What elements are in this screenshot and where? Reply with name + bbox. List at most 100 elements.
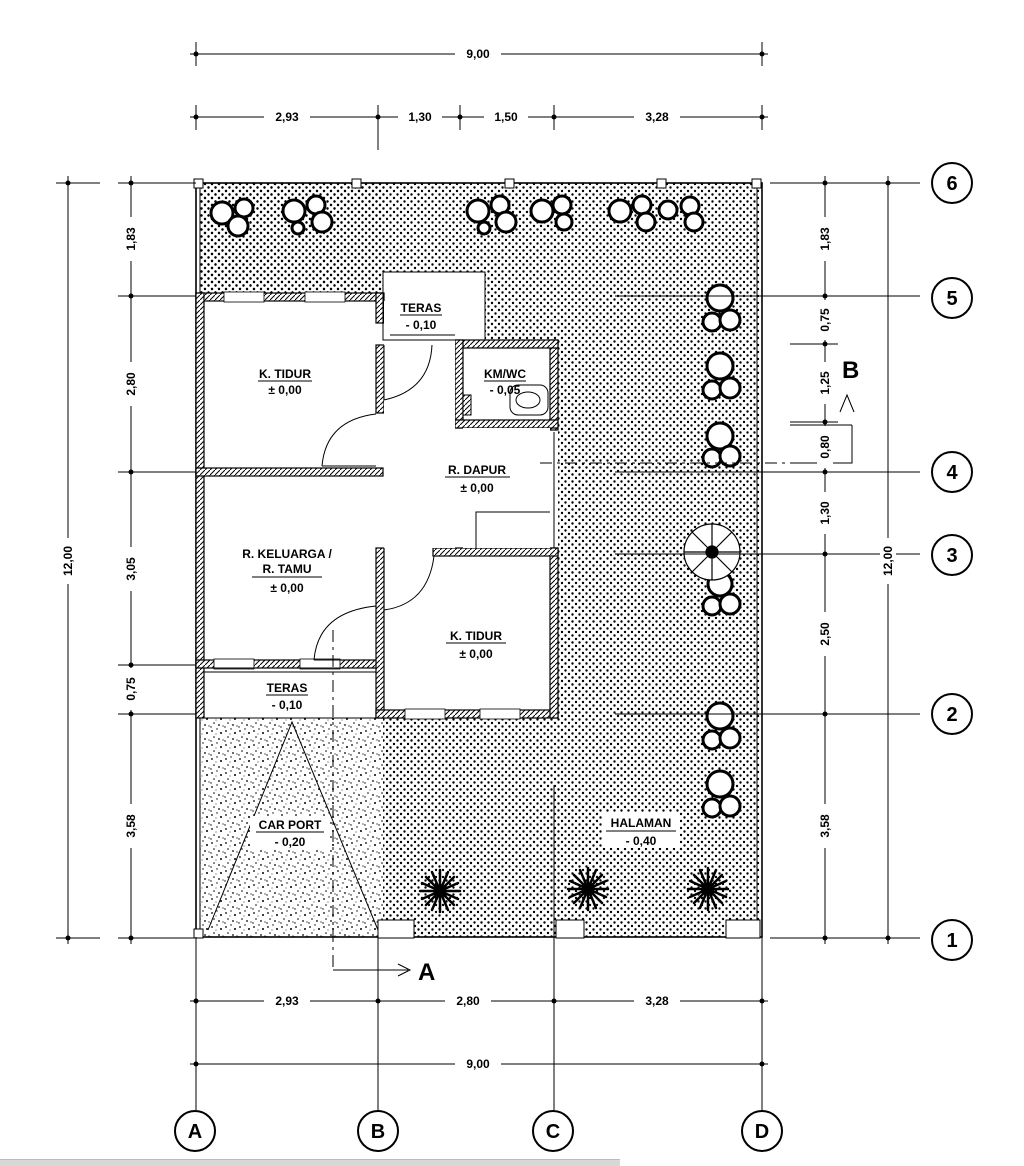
room-carport: CAR PORT - 0,20 bbox=[250, 816, 330, 850]
carport-marks bbox=[207, 720, 379, 931]
room-bedroom-1: K. TIDUR ± 0,00 bbox=[258, 367, 312, 397]
room-family-living: R. KELUARGA / R. TAMU ± 0,00 bbox=[242, 547, 332, 595]
room-terrace-top: TERAS - 0,10 bbox=[400, 301, 442, 332]
right-dimensions: 1,83 0,75 1,25 0,80 1,30 2,50 3,58 12,00 bbox=[790, 176, 896, 944]
svg-text:1: 1 bbox=[946, 930, 957, 952]
svg-text:C: C bbox=[546, 1121, 560, 1143]
svg-text:A: A bbox=[418, 959, 435, 986]
terraces bbox=[203, 271, 486, 719]
fixtures bbox=[462, 384, 550, 548]
svg-text:2: 2 bbox=[946, 704, 957, 726]
shrub-cluster-7 bbox=[701, 351, 742, 401]
svg-text:6: 6 bbox=[946, 173, 957, 195]
svg-text:- 0,10: - 0,10 bbox=[272, 698, 303, 712]
svg-text:- 0,20: - 0,20 bbox=[275, 835, 306, 849]
shrub-cluster-5 bbox=[607, 194, 705, 233]
svg-text:HALAMAN: HALAMAN bbox=[611, 816, 672, 830]
svg-text:0,75: 0,75 bbox=[818, 308, 832, 332]
grid-bubble-row-3: 3 bbox=[931, 534, 973, 576]
svg-text:2,80: 2,80 bbox=[124, 372, 138, 396]
grid-bubble-row-2: 2 bbox=[931, 693, 973, 735]
grid-lines bbox=[195, 182, 920, 1110]
shrub-cluster-3 bbox=[465, 194, 518, 236]
room-kitchen: R. DAPUR ± 0,00 bbox=[445, 463, 510, 495]
svg-text:K. TIDUR: K. TIDUR bbox=[450, 629, 502, 643]
svg-text:9,00: 9,00 bbox=[466, 47, 490, 61]
svg-text:1,50: 1,50 bbox=[494, 110, 518, 124]
top-dimensions: 9,00 2,93 1,30 1,50 3,28 bbox=[190, 42, 768, 150]
svg-text:KM/WC: KM/WC bbox=[484, 367, 526, 381]
svg-text:12,00: 12,00 bbox=[61, 546, 75, 576]
svg-text:A: A bbox=[188, 1121, 202, 1143]
svg-text:R. DAPUR: R. DAPUR bbox=[448, 463, 506, 477]
svg-text:3,28: 3,28 bbox=[645, 994, 669, 1008]
shrub-cluster-2 bbox=[281, 194, 334, 236]
svg-text:TERAS: TERAS bbox=[401, 301, 442, 315]
shrub-cluster-11 bbox=[701, 769, 742, 819]
svg-text:1,25: 1,25 bbox=[818, 371, 832, 395]
grid-bubble-row-4: 4 bbox=[931, 451, 973, 493]
svg-text:2,93: 2,93 bbox=[275, 994, 299, 1008]
room-bathroom: KM/WC - 0,05 bbox=[484, 367, 526, 397]
svg-text:1,83: 1,83 bbox=[818, 227, 832, 251]
doors bbox=[313, 344, 435, 661]
svg-text:3: 3 bbox=[946, 545, 957, 567]
svg-text:2,93: 2,93 bbox=[275, 110, 299, 124]
svg-text:± 0,00: ± 0,00 bbox=[268, 383, 302, 397]
svg-text:- 0,05: - 0,05 bbox=[490, 383, 521, 397]
svg-text:± 0,00: ± 0,00 bbox=[459, 647, 493, 661]
svg-text:3,58: 3,58 bbox=[818, 814, 832, 838]
grid-bubble-row-6: 6 bbox=[931, 162, 973, 204]
left-dimensions: 12,00 1,83 2,80 3,05 0,75 3,58 bbox=[56, 176, 196, 944]
section-line-b: B bbox=[540, 357, 859, 464]
svg-text:4: 4 bbox=[946, 462, 958, 484]
svg-text:K. TIDUR: K. TIDUR bbox=[259, 367, 311, 381]
grid-bubble-col-b: B bbox=[357, 1110, 399, 1152]
svg-text:- 0,10: - 0,10 bbox=[406, 318, 437, 332]
grid-bubble-row-1: 1 bbox=[931, 919, 973, 961]
grid-column-bubbles: A B C D bbox=[174, 1110, 783, 1152]
section-line-a: A bbox=[332, 630, 435, 986]
room-yard: HALAMAN - 0,40 bbox=[602, 812, 680, 848]
star-plant-3 bbox=[686, 866, 730, 912]
svg-text:± 0,00: ± 0,00 bbox=[460, 481, 494, 495]
svg-text:R. KELUARGA /: R. KELUARGA / bbox=[242, 547, 332, 561]
svg-text:B: B bbox=[371, 1121, 385, 1143]
grid-bubble-row-5: 5 bbox=[931, 277, 973, 319]
room-terrace-bottom: TERAS - 0,10 bbox=[266, 681, 308, 712]
svg-text:B: B bbox=[842, 357, 859, 384]
shrub-cluster-1 bbox=[209, 197, 255, 238]
grid-row-bubbles: 6 5 4 3 2 1 bbox=[931, 162, 973, 961]
svg-text:2,80: 2,80 bbox=[456, 994, 480, 1008]
svg-text:0,75: 0,75 bbox=[124, 677, 138, 701]
svg-text:1,30: 1,30 bbox=[818, 501, 832, 525]
svg-text:1,30: 1,30 bbox=[408, 110, 432, 124]
building-walls bbox=[195, 291, 559, 720]
shrub-cluster-4 bbox=[529, 194, 574, 232]
svg-text:± 0,00: ± 0,00 bbox=[270, 581, 304, 595]
grid-bubble-col-d: D bbox=[741, 1110, 783, 1152]
star-plants bbox=[418, 866, 730, 914]
garden-fill bbox=[200, 183, 760, 937]
svg-text:0,80: 0,80 bbox=[818, 435, 832, 459]
room-labels: K. TIDUR ± 0,00 TERAS - 0,10 KM/WC - 0,0… bbox=[242, 301, 680, 850]
grid-bubble-col-c: C bbox=[532, 1110, 574, 1152]
feature-tree bbox=[683, 523, 741, 581]
svg-text:D: D bbox=[755, 1121, 769, 1143]
svg-text:3,05: 3,05 bbox=[124, 557, 138, 581]
horizontal-scrollbar[interactable] bbox=[0, 1159, 620, 1166]
svg-text:1,83: 1,83 bbox=[124, 227, 138, 251]
boundary-posts bbox=[193, 178, 762, 939]
svg-text:12,00: 12,00 bbox=[881, 546, 895, 576]
svg-text:TERAS: TERAS bbox=[267, 681, 308, 695]
svg-text:5: 5 bbox=[946, 288, 957, 310]
shrub-cluster-6 bbox=[701, 283, 742, 333]
svg-text:3,58: 3,58 bbox=[124, 814, 138, 838]
grid-bubble-col-a: A bbox=[174, 1110, 216, 1152]
shrub-cluster-10 bbox=[701, 701, 742, 751]
svg-text:3,28: 3,28 bbox=[645, 110, 669, 124]
star-plant-2 bbox=[566, 866, 610, 912]
svg-text:9,00: 9,00 bbox=[466, 1057, 490, 1071]
room-bedroom-2: K. TIDUR ± 0,00 bbox=[446, 629, 506, 661]
